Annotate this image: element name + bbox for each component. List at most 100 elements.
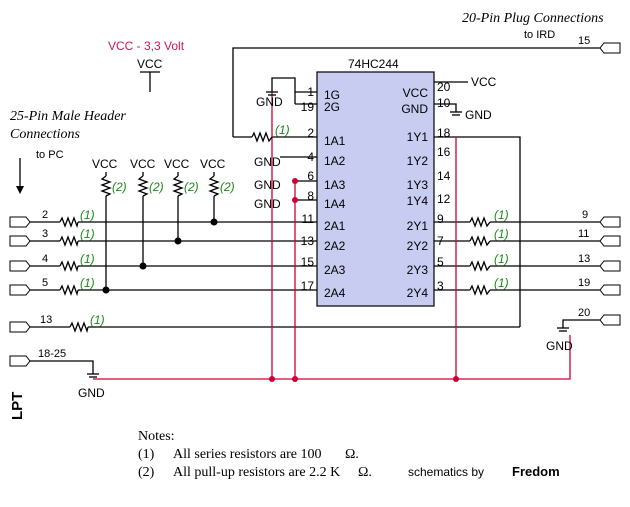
ic-gnd-1a3-label: GND xyxy=(254,178,281,192)
ird-connector-pin13 xyxy=(599,260,621,272)
ic-74hc244-body xyxy=(316,71,435,307)
ird-connector-pin19 xyxy=(599,284,621,296)
ic-pin-number-right-2: 18 xyxy=(437,126,451,140)
series-resistor-2y3 xyxy=(469,260,491,272)
lpt-connector-pin13 xyxy=(9,321,31,333)
series-resistor-2y2 xyxy=(469,235,491,247)
ic-vcc-label: VCC xyxy=(471,75,497,89)
lpt-pin-4: 4 xyxy=(42,253,48,265)
ird-pin-15: 15 xyxy=(578,35,590,47)
series-resistor-2y1 xyxy=(469,216,491,228)
series-mark-pin2: (1) xyxy=(80,208,95,222)
note-2-unit: Ω. xyxy=(358,465,372,480)
ic-pin-label-right-7: 2Y2 xyxy=(407,239,429,253)
ic-pin-number-left-5: 8 xyxy=(307,189,314,203)
series-mark-2y4: (1) xyxy=(494,276,509,290)
lpt-connector-pin18-25 xyxy=(9,355,31,367)
lpt-pin-18-25: 18-25 xyxy=(38,348,66,360)
ic-pin-label-right-8: 2Y3 xyxy=(407,263,429,277)
lpt-connector-pin5 xyxy=(9,284,31,296)
gnd-symbol-icon xyxy=(87,91,569,378)
note-1-mark: (1) xyxy=(138,447,155,462)
ird-connector-pin15 xyxy=(582,42,621,54)
ic-pin-number-right-1: 10 xyxy=(437,96,451,110)
ic-pin-number-left-8: 15 xyxy=(301,255,315,269)
ird-gnd-label: GND xyxy=(546,339,573,353)
ic-pin-label-right-1: GND xyxy=(401,102,428,116)
pullup-mark-3: (2) xyxy=(184,180,199,194)
ic-pin-number-right-4: 14 xyxy=(437,169,451,183)
pullup-vcc-label-2: VCC xyxy=(130,157,156,171)
male-header-title-2: Connections xyxy=(10,127,81,142)
ic-pin-number-right-0: 20 xyxy=(437,80,451,94)
credit-name: Fredom xyxy=(512,464,560,479)
ic-pin-label-left-5: 1A4 xyxy=(324,197,346,211)
series-mark-pin4: (1) xyxy=(80,252,95,266)
note-1-text: All series resistors are 100 xyxy=(173,447,322,462)
ic-pin-number-right-5: 12 xyxy=(437,192,451,206)
series-mark-2y3: (1) xyxy=(494,252,509,266)
ic-pin-number-left-9: 17 xyxy=(301,279,315,293)
ic-pin-label-left-0: 1G xyxy=(324,88,340,102)
ic-pin-label-right-3: 1Y2 xyxy=(407,154,429,168)
series-mark-pin5: (1) xyxy=(80,276,95,290)
pullup-resistor-2 xyxy=(137,175,149,197)
ird-connector-pin9 xyxy=(599,216,621,228)
ic-gnd-1a4-label: GND xyxy=(254,197,281,211)
ird-pin-9: 9 xyxy=(582,209,588,221)
plug-connections-title: 20-Pin Plug Connections xyxy=(462,11,604,26)
ic-pin-label-right-9: 2Y4 xyxy=(407,286,429,300)
pullup-vcc-label-3: VCC xyxy=(164,157,190,171)
series-resistor-pin3 xyxy=(59,235,79,248)
ic-pin-number-right-3: 16 xyxy=(437,145,451,159)
note-2-mark: (2) xyxy=(138,465,155,480)
wiring xyxy=(30,47,600,374)
ic-pin-label-left-9: 2A4 xyxy=(324,286,346,300)
series-mark-2y2: (1) xyxy=(494,227,509,241)
ic-pin-number-right-8: 5 xyxy=(437,255,444,269)
lpt-gnd-label: GND xyxy=(78,386,105,400)
ic-pin-label-right-0: VCC xyxy=(403,86,429,100)
ird-connector-pin20 xyxy=(599,314,621,326)
ic-pin-number-left-6: 11 xyxy=(302,212,315,226)
ic-gnd-1g-label: GND xyxy=(256,95,283,109)
male-header-title-1: 25-Pin Male Header xyxy=(10,109,126,124)
vcc-supply-symbol-icon xyxy=(140,71,160,92)
series-mark-1a1: (1) xyxy=(275,123,290,137)
lpt-pin-5: 5 xyxy=(42,277,48,289)
ic-pin-label-left-6: 2A1 xyxy=(324,219,346,233)
ird-pin-19: 19 xyxy=(578,277,590,289)
ic-pin-label-right-4: 1Y3 xyxy=(407,178,429,192)
series-resistor-pin5 xyxy=(59,284,79,297)
ic-pin-label-right-5: 1Y4 xyxy=(407,194,429,208)
lpt-connector-pin4 xyxy=(9,260,31,272)
series-resistor-1a1 xyxy=(251,131,273,143)
ic-pin-label-right-2: 1Y1 xyxy=(407,130,429,144)
series-resistor-pin13 xyxy=(69,321,89,334)
ic-pin-number-left-4: 6 xyxy=(307,169,314,183)
ic-gnd-1a2-label: GND xyxy=(254,155,281,169)
ic-pin-label-left-7: 2A2 xyxy=(324,239,346,253)
pullup-resistor-4 xyxy=(208,175,220,197)
ic-pin-label-left-3: 1A2 xyxy=(324,154,346,168)
ird-pin-20: 20 xyxy=(578,307,590,319)
pullup-mark-1: (2) xyxy=(112,180,127,194)
series-mark-pin3: (1) xyxy=(80,227,95,241)
pullup-mark-4: (2) xyxy=(220,180,235,194)
series-mark-2y1: (1) xyxy=(494,208,509,222)
ic-pin-number-right-9: 3 xyxy=(437,279,444,293)
pullup-mark-2: (2) xyxy=(149,180,164,194)
ird-connector-pin11 xyxy=(599,235,621,247)
ic-pin-number-right-6: 9 xyxy=(437,212,444,226)
to-ird-label: to IRD xyxy=(524,29,555,41)
series-resistor-pin4 xyxy=(59,260,79,273)
lpt-label: LPT xyxy=(9,392,26,420)
vcc-supply-label: VCC - 3,3 Volt xyxy=(108,39,185,53)
ic-gnd-right-label: GND xyxy=(465,108,492,122)
ground-bus xyxy=(93,92,571,382)
series-mark-pin13: (1) xyxy=(90,313,105,327)
notes-title: Notes: xyxy=(138,429,175,444)
credit-prefix: schematics by xyxy=(408,465,484,479)
ic-name: 74HC244 xyxy=(348,57,399,71)
